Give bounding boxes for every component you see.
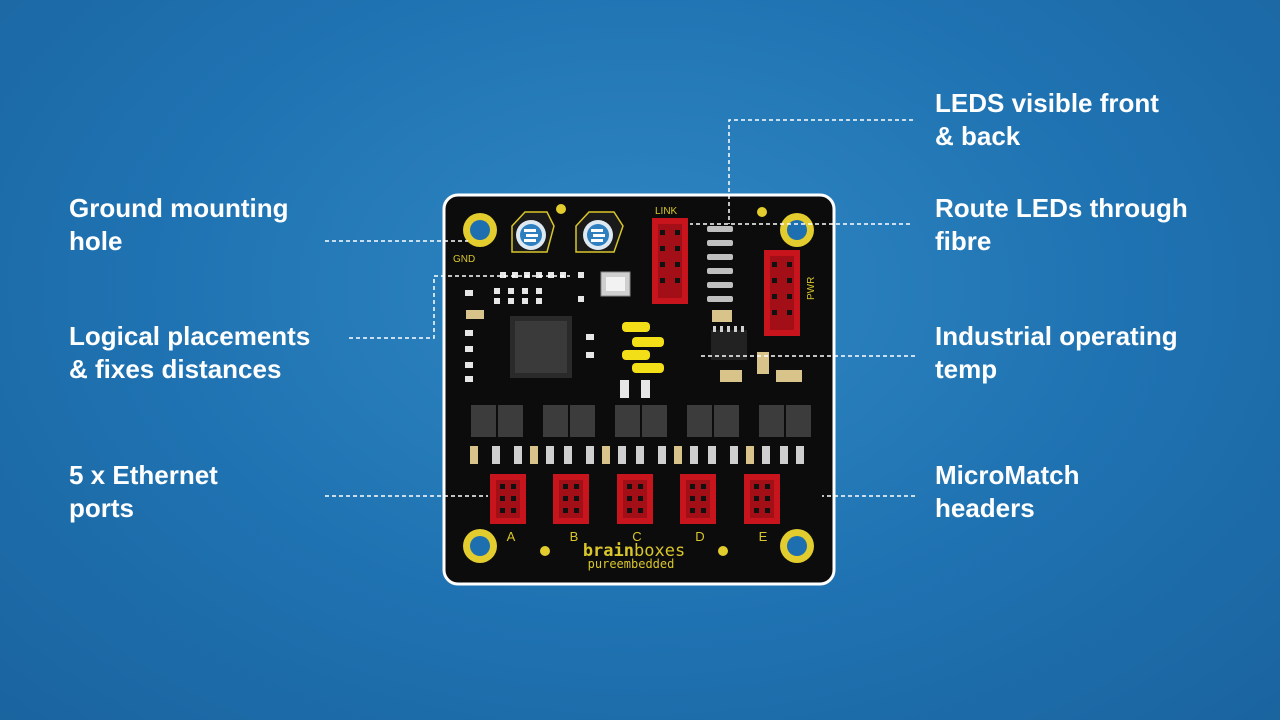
ethernet-header-c [617,474,653,524]
tagline-word-pure: pure [588,557,617,571]
silk-gnd: GND [453,254,475,265]
brand-tagline: pureembedded [588,557,675,571]
regulator-chip [711,330,747,360]
port-letter-b: B [570,529,579,544]
link-header [652,218,688,304]
callout-leds-visible: LEDS visible front & back [935,88,1159,151]
port-letter-a: A [507,529,516,544]
callout-industrial-temp: Industrial operating temp [935,321,1178,384]
ethernet-header-b [553,474,589,524]
callout-logical-placements: Logical placements & fixes distances [69,321,311,384]
brand-wordmark: brainboxes [583,541,685,561]
brainboxes-badge-2 [575,211,624,253]
via [718,546,728,556]
tagline-word-embedded: embedded [617,557,675,571]
brand-word-boxes: boxes [634,541,685,561]
ethernet-header-e [744,474,780,524]
callout-micromatch: MicroMatch headers [935,460,1080,523]
callout-route-leds: Route LEDs through fibre [935,193,1188,256]
port-letter-c: C [632,529,641,544]
callout-ground-mounting-hole: Ground mounting hole [69,193,289,256]
brainboxes-badge-1 [511,211,555,253]
silk-link: LINK [655,206,678,217]
mounting-hole-top-right [780,213,814,247]
port-letter-d: D [695,529,704,544]
via [540,546,550,556]
leader-leds-visible [728,119,913,224]
mounting-hole-top-left [463,213,497,247]
via [757,207,767,217]
leader-lines [325,119,915,497]
leader-logical-placements [349,275,570,339]
via [556,204,566,214]
led-column [707,226,733,302]
smd-component [712,310,732,322]
silk-pwr: PWR [806,277,817,300]
pwr-header [764,250,800,336]
ethernet-header-d [680,474,716,524]
port-letter-e: E [759,529,768,544]
mounting-hole-bottom-left [463,529,497,563]
ethernet-header-a [490,474,526,524]
resistor-row [470,446,804,464]
brand-word-brain: brain [583,541,634,561]
microcontroller-chip [510,316,572,378]
pcb-board: GND LINK PWR [442,193,836,586]
callout-ethernet-ports: 5 x Ethernet ports [69,460,218,523]
brainboxes-logo-mark [622,322,664,373]
passive-row [465,272,594,382]
mounting-hole-bottom-right [780,529,814,563]
